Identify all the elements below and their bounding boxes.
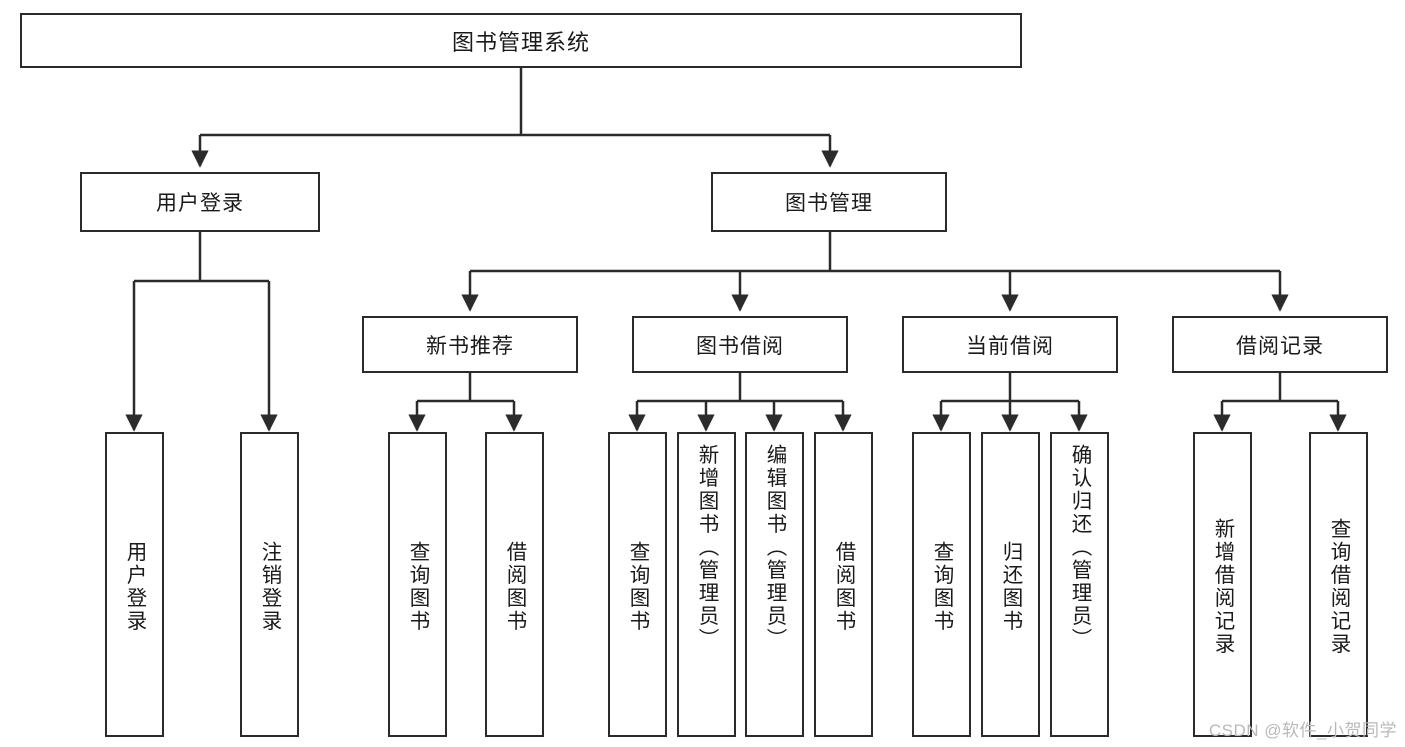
node-user-login[interactable]: 用户登录 xyxy=(80,172,320,232)
node-current-borrow[interactable]: 当前借阅 xyxy=(902,316,1118,373)
node-user-login-label: 用户登录 xyxy=(156,192,244,215)
node-book-management-label: 图书管理 xyxy=(785,192,873,215)
node-root[interactable]: 图书管理系统 xyxy=(20,13,1022,68)
node-book-borrow[interactable]: 图书借阅 xyxy=(632,316,848,373)
leaf-book-borrow-query[interactable]: 查询图书 xyxy=(608,432,667,737)
leaf-label: 注销登录 xyxy=(258,540,282,633)
leaf-label: 查询图书 xyxy=(626,540,650,633)
leaf-inner: 编辑图书（管理员） xyxy=(747,438,802,735)
leaf-inner: 注销登录 xyxy=(242,438,297,735)
leaf-inner: 新增借阅记录 xyxy=(1195,438,1250,735)
leaf-inner: 查询图书 xyxy=(390,438,445,735)
leaf-label: 新增借阅记录 xyxy=(1211,517,1235,656)
node-new-book-recommend[interactable]: 新书推荐 xyxy=(362,316,578,373)
node-book-management[interactable]: 图书管理 xyxy=(711,172,947,232)
leaf-borrow-record-add[interactable]: 新增借阅记录 xyxy=(1193,432,1252,737)
leaf-current-borrow-query[interactable]: 查询图书 xyxy=(912,432,971,737)
leaf-label: 查询图书 xyxy=(930,540,954,633)
node-root-label: 图书管理系统 xyxy=(451,29,590,55)
leaf-label: 查询借阅记录 xyxy=(1327,517,1351,656)
leaf-user-login-login[interactable]: 用户登录 xyxy=(105,432,164,737)
leaf-label: 编辑图书（管理员） xyxy=(763,444,787,651)
leaf-label: 新增图书（管理员） xyxy=(695,444,719,651)
leaf-borrow-record-query[interactable]: 查询借阅记录 xyxy=(1309,432,1368,737)
leaf-book-borrow-add[interactable]: 新增图书（管理员） xyxy=(677,432,736,737)
leaf-inner: 确认归还（管理员） xyxy=(1052,438,1107,735)
leaf-inner: 查询图书 xyxy=(610,438,665,735)
leaf-label: 用户登录 xyxy=(123,540,147,633)
leaf-book-borrow-borrow[interactable]: 借阅图书 xyxy=(814,432,873,737)
leaf-inner: 新增图书（管理员） xyxy=(679,438,734,735)
leaf-inner: 归还图书 xyxy=(983,438,1038,735)
node-current-borrow-label: 当前借阅 xyxy=(966,334,1054,358)
leaf-book-borrow-edit[interactable]: 编辑图书（管理员） xyxy=(745,432,804,737)
leaf-user-login-logout[interactable]: 注销登录 xyxy=(240,432,299,737)
leaf-label: 借阅图书 xyxy=(503,540,527,633)
leaf-new-book-query[interactable]: 查询图书 xyxy=(388,432,447,737)
leaf-label: 查询图书 xyxy=(406,540,430,633)
node-borrow-record-label: 借阅记录 xyxy=(1236,334,1324,358)
leaf-inner: 用户登录 xyxy=(107,438,162,735)
leaf-current-borrow-confirm[interactable]: 确认归还（管理员） xyxy=(1050,432,1109,737)
node-book-borrow-label: 图书借阅 xyxy=(696,334,784,358)
watermark-text: CSDN @软件_小贺同学 xyxy=(1208,721,1397,740)
node-borrow-record[interactable]: 借阅记录 xyxy=(1172,316,1388,373)
leaf-inner: 借阅图书 xyxy=(816,438,871,735)
leaf-current-borrow-return[interactable]: 归还图书 xyxy=(981,432,1040,737)
leaf-label: 确认归还（管理员） xyxy=(1068,444,1092,651)
leaf-label: 借阅图书 xyxy=(832,540,856,633)
leaf-inner: 查询图书 xyxy=(914,438,969,735)
leaf-inner: 查询借阅记录 xyxy=(1311,438,1366,735)
leaf-inner: 借阅图书 xyxy=(487,438,542,735)
leaf-new-book-borrow[interactable]: 借阅图书 xyxy=(485,432,544,737)
leaf-label: 归还图书 xyxy=(999,540,1023,633)
node-new-book-recommend-label: 新书推荐 xyxy=(426,334,514,358)
